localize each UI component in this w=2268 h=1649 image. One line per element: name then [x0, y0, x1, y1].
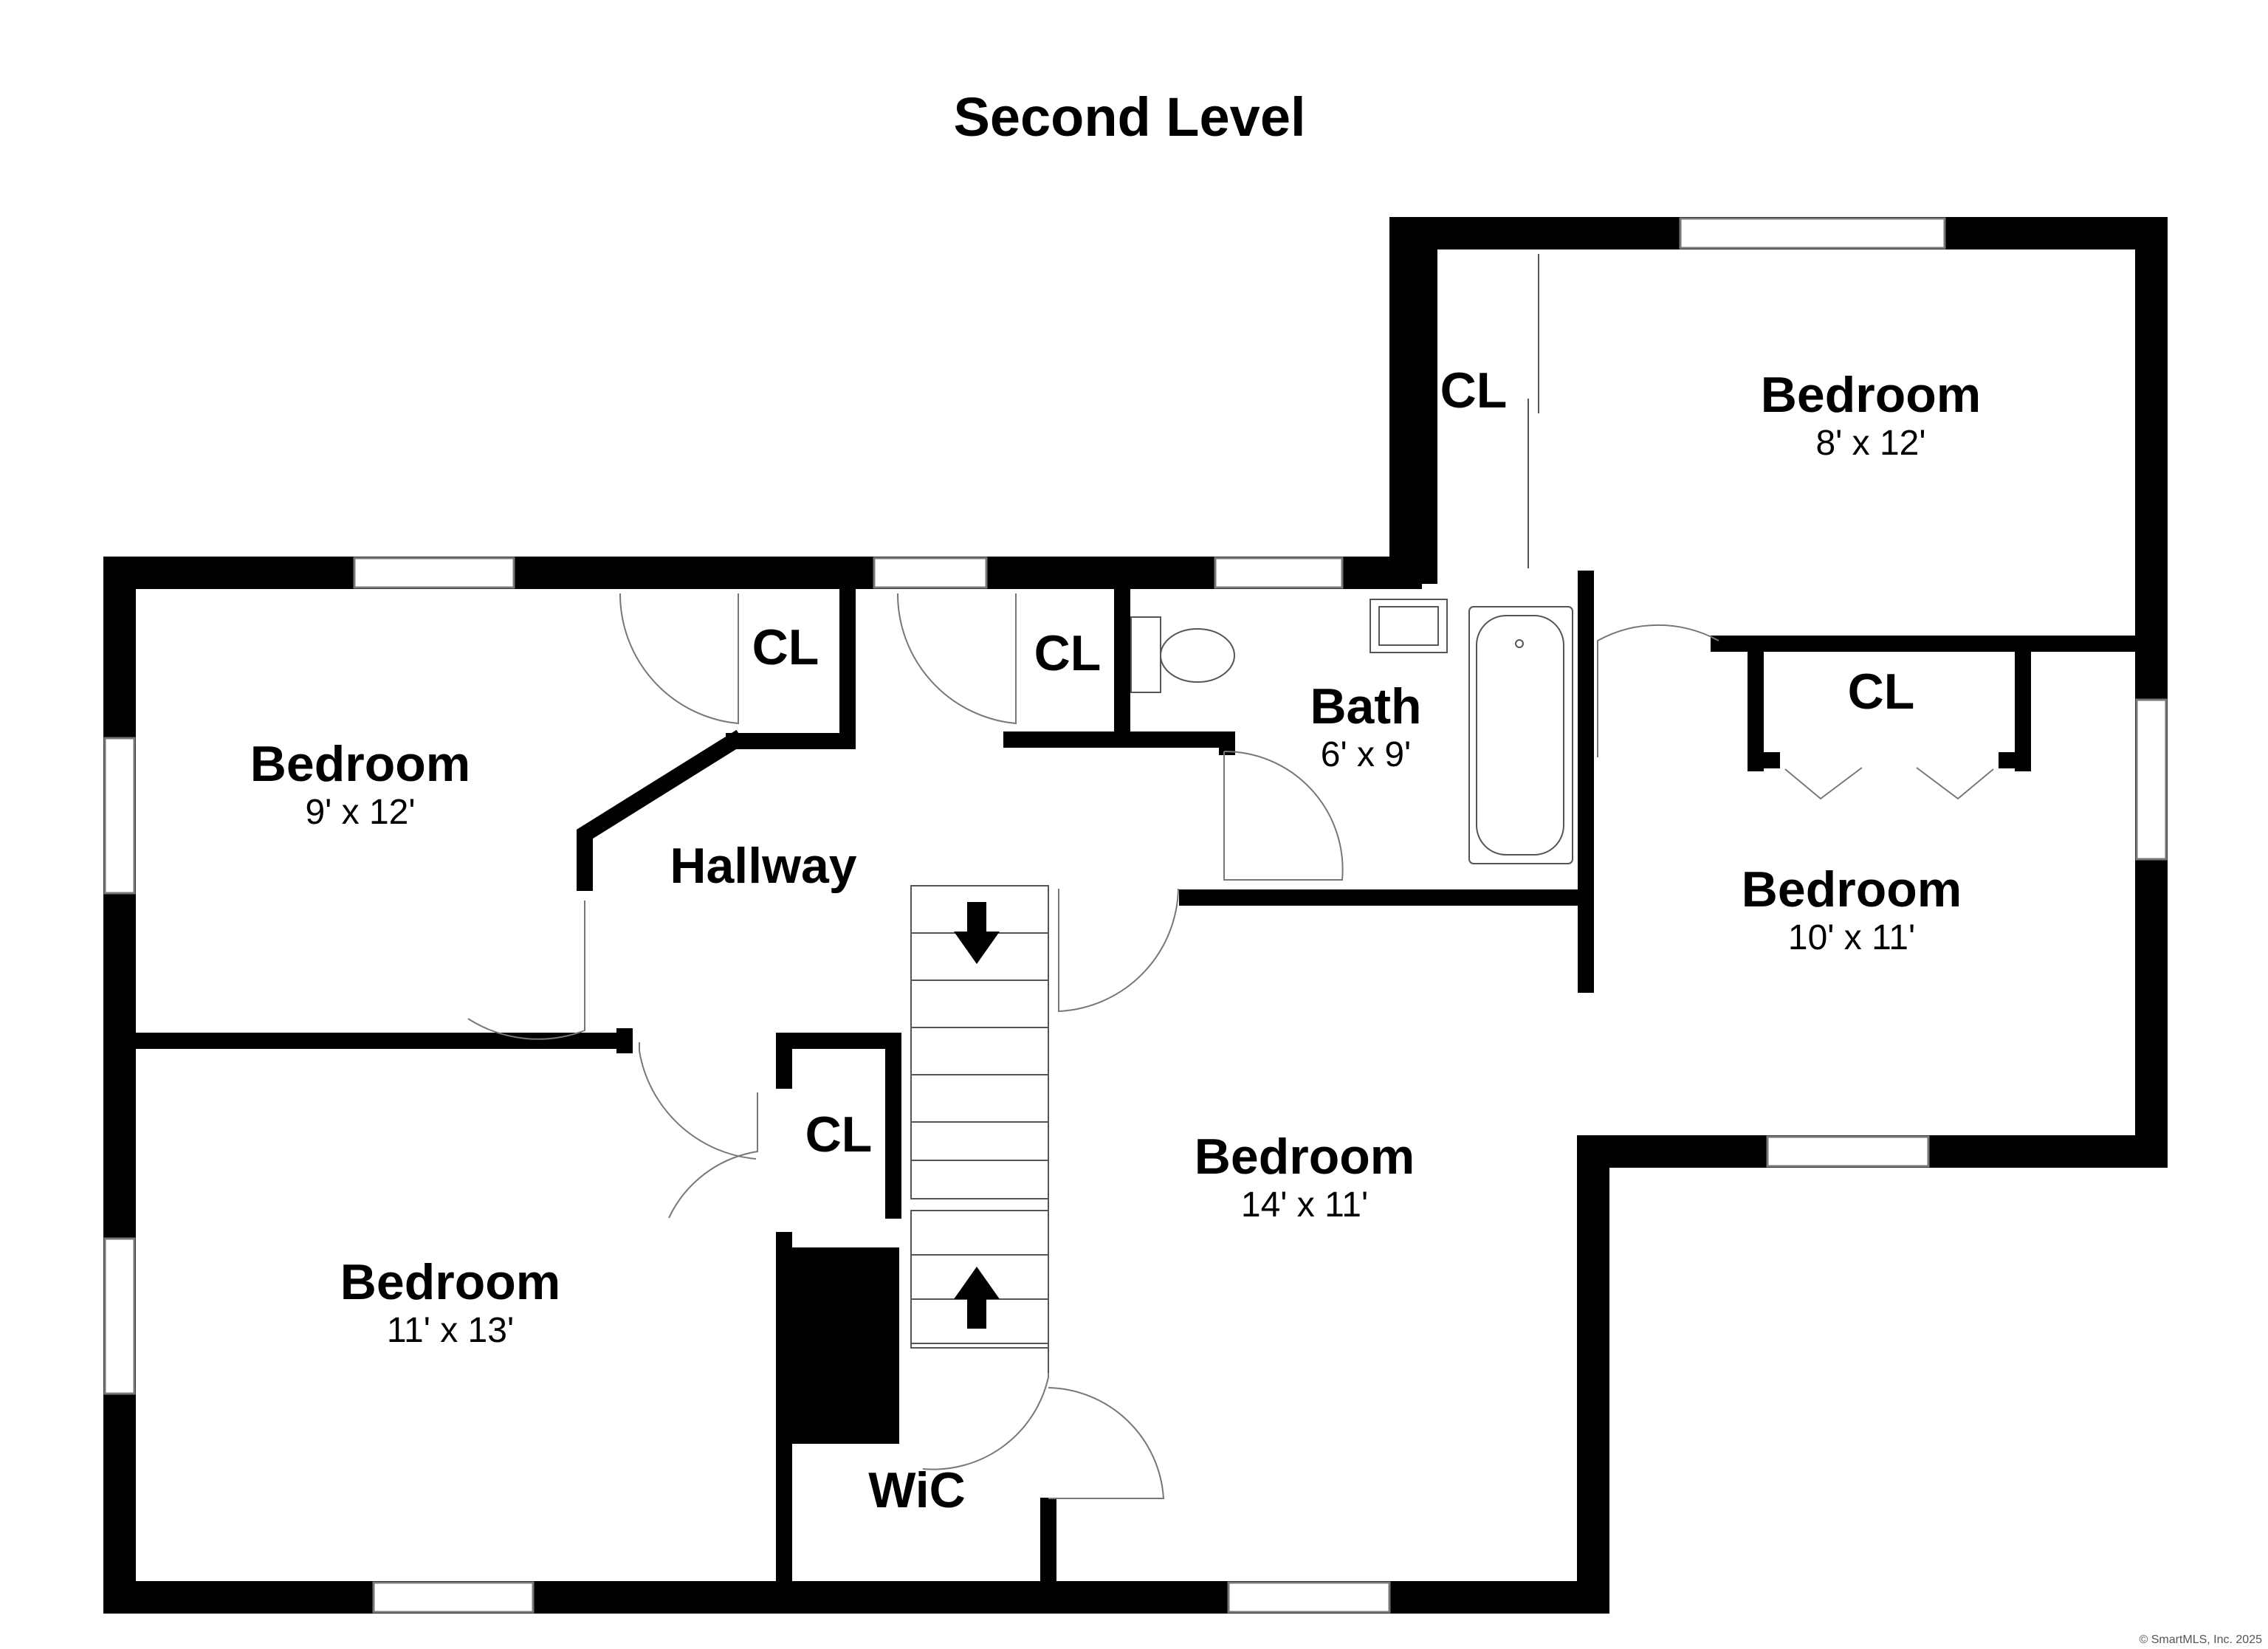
room-size: 11' x 13' — [387, 1311, 514, 1350]
bath-fixtures — [1130, 599, 1573, 864]
closet-label: CL — [1848, 664, 1915, 720]
closet-label: CL — [1034, 625, 1102, 681]
interior-walls — [128, 240, 2149, 1595]
door-swings — [467, 254, 1994, 1499]
staircase — [910, 885, 1049, 1373]
closet-label: CL — [805, 1106, 873, 1163]
room-size: 6' x 9' — [1321, 735, 1411, 774]
copyright-text: © SmartMLS, Inc. 2025 — [2139, 1633, 2262, 1646]
walk-in-closet-label: WiC — [868, 1462, 966, 1518]
room-name: Bedroom — [1195, 1129, 1415, 1185]
closet-label: CL — [1440, 362, 1508, 419]
room-name: Bedroom — [340, 1254, 560, 1310]
room-name: Bedroom — [1742, 861, 1962, 918]
hallway-label: Hallway — [670, 838, 856, 894]
windows — [103, 217, 2168, 1614]
floor-title: Second Level — [953, 86, 1305, 148]
stairs-up-arrow-icon — [954, 1267, 1000, 1329]
room-size: 9' x 12' — [305, 793, 415, 832]
exterior-walls — [103, 217, 2168, 1614]
room-name: Bedroom — [250, 736, 470, 792]
stairs-down-arrow-icon — [954, 902, 1000, 964]
room-name: Bath — [1310, 678, 1421, 734]
room-size: 14' x 11' — [1241, 1185, 1368, 1225]
room-size: 8' x 12' — [1815, 424, 1925, 463]
room-size: 10' x 11' — [1788, 918, 1915, 957]
room-name: Bedroom — [1761, 367, 1981, 423]
closet-label: CL — [752, 619, 819, 675]
